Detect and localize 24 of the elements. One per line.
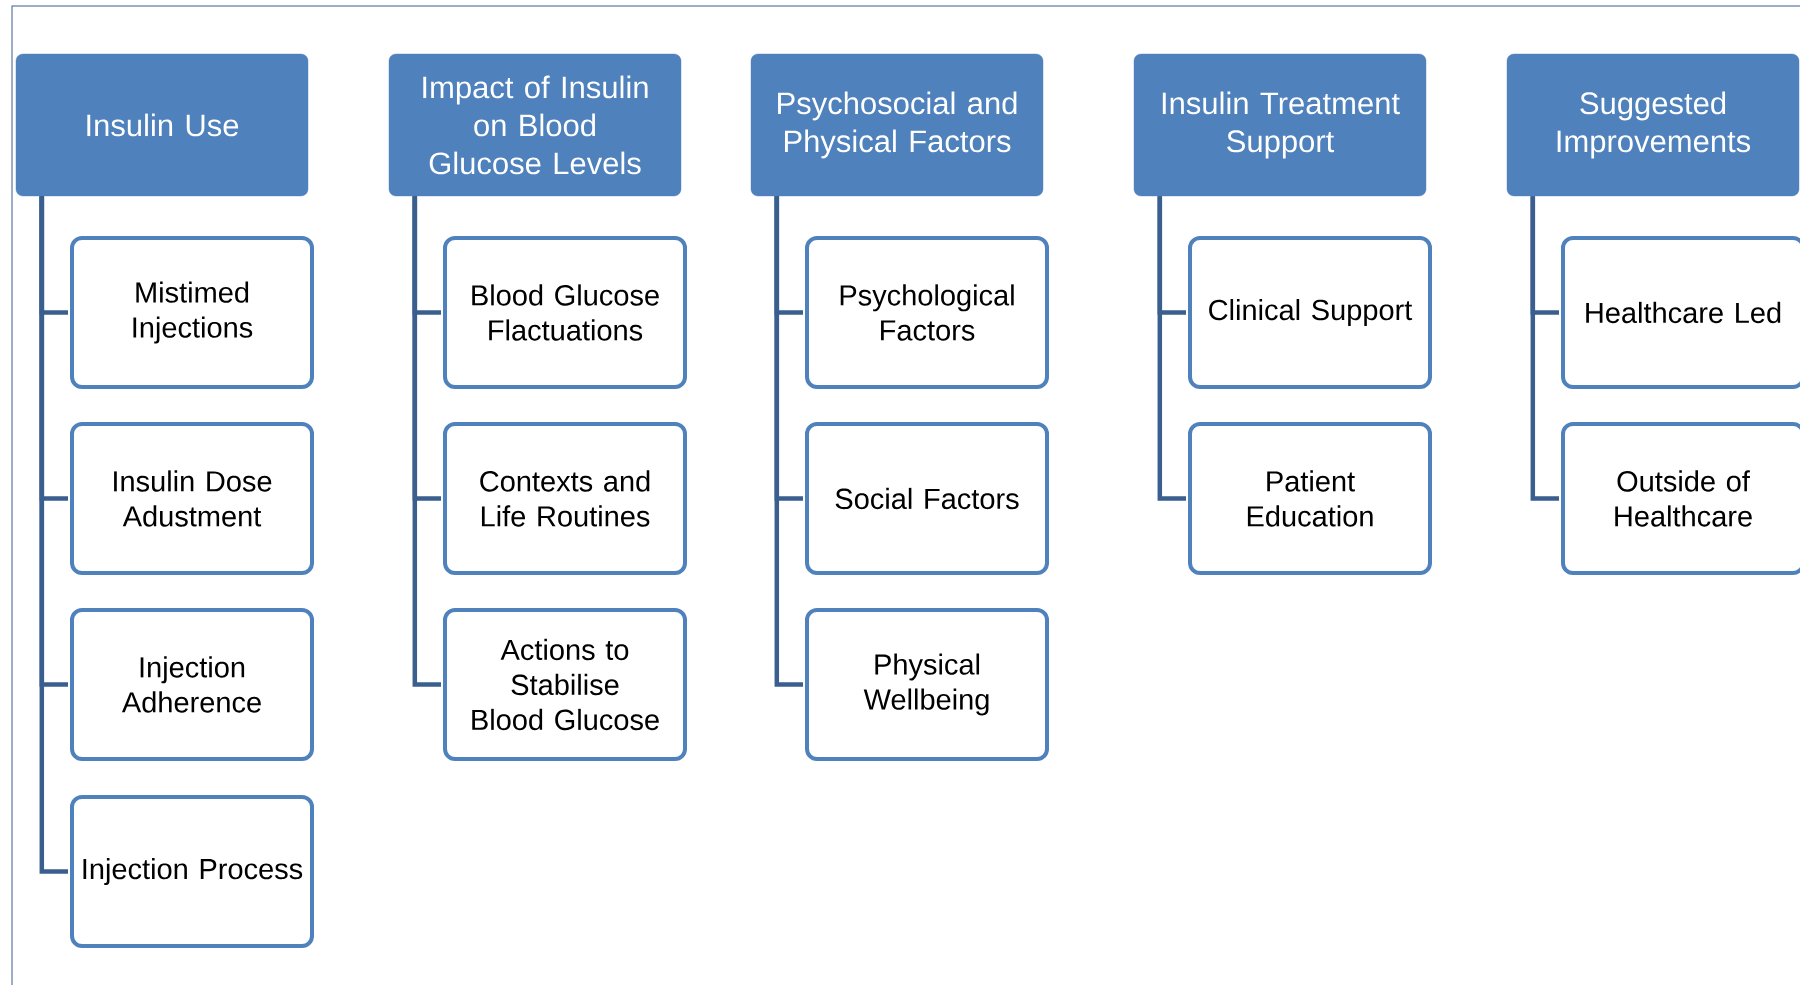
subtheme-box: Injection Adherence <box>70 608 314 761</box>
subtheme-box: Insulin Dose Adustment <box>70 422 314 575</box>
connector-line <box>1530 196 1559 501</box>
subtheme-box: Injection Process <box>70 795 314 948</box>
subtheme-box: Actions to Stabilise Blood Glucose <box>443 608 687 761</box>
subtheme-box: Healthcare Led <box>1561 236 1800 389</box>
subtheme-box: Outside of Healthcare <box>1561 422 1800 575</box>
subtheme-box: Blood Glucose Flactuations <box>443 236 687 389</box>
subtheme-box: Mistimed Injections <box>70 236 314 389</box>
subtheme-box: Psychological Factors <box>805 236 1049 389</box>
heading-box: Insulin Treatment Support <box>1133 53 1427 197</box>
subtheme-box: Contexts and Life Routines <box>443 422 687 575</box>
subtheme-box: Social Factors <box>805 422 1049 575</box>
heading-box: Psychosocial and Physical Factors <box>750 53 1044 197</box>
subtheme-box: Clinical Support <box>1188 236 1432 389</box>
subtheme-box: Patient Education <box>1188 422 1432 575</box>
heading-box: Insulin Use <box>15 53 309 197</box>
connector-line <box>412 196 441 687</box>
subtheme-box: Physical Wellbeing <box>805 608 1049 761</box>
connector-line <box>39 196 68 874</box>
heading-box: Impact of Insulin on Blood Glucose Levels <box>388 53 682 197</box>
heading-box: Suggested Improvements <box>1506 53 1800 197</box>
connector-line <box>1157 196 1186 501</box>
connector-line <box>774 196 803 687</box>
